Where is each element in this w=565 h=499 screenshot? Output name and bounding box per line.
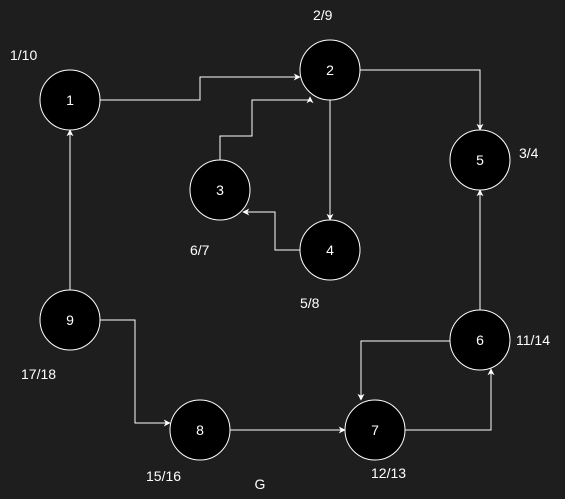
edge-7-6 [405,368,495,431]
node-8-circle [169,399,231,461]
node-6-label: 6 [476,332,484,348]
node-3-times: 6/7 [190,242,210,258]
node-6-times: 11/14 [516,332,550,348]
node-5-label: 5 [476,152,484,168]
edge-9-8-line [100,319,171,427]
node-6-circle [449,309,511,371]
node-2-times: 2/9 [313,7,333,23]
node-2-circle [299,39,361,101]
edge-3-2-line [219,96,314,160]
node-4-times: 5/8 [300,295,320,311]
edge-6-7-line [357,340,450,401]
node-8-label: 8 [196,422,204,438]
time-labels-layer: 1/10 2/9 6/7 5/8 3/4 11/14 12/13 15/16 17/18 [10,7,550,484]
node-7: 7 [344,399,406,461]
node-9-circle [39,289,101,351]
edge-7-6-line [405,368,495,431]
node-9-label: 9 [66,312,74,328]
nodes-layer: 1 2 3 4 5 6 7 8 9 [39,39,511,461]
node-5-circle [449,129,511,191]
node-8: 8 [169,399,231,461]
edge-2-5 [360,69,484,131]
node-8-times: 15/16 [146,468,181,484]
node-1: 1 [39,69,101,131]
node-2: 2 [299,39,361,101]
node-9: 9 [39,289,101,351]
node-3-label: 3 [216,182,224,198]
node-4-label: 4 [326,242,334,258]
node-3: 3 [189,159,251,221]
node-7-label: 7 [371,422,379,438]
node-5: 5 [449,129,511,191]
node-7-circle [344,399,406,461]
edges-layer [66,69,495,434]
edge-1-2 [100,73,301,101]
edge-2-5-line [360,69,484,131]
node-3-circle [189,159,251,221]
node-1-label: 1 [66,92,74,108]
edge-4-3-line [242,208,300,251]
edge-4-3 [242,208,300,251]
edge-6-7 [357,340,450,401]
node-1-circle [39,69,101,131]
edge-3-2 [219,96,314,160]
graph-caption: G [255,476,266,492]
node-1-times: 1/10 [10,47,37,63]
edge-9-8 [100,319,171,427]
node-7-times: 12/13 [371,465,406,481]
node-2-label: 2 [326,62,334,78]
node-4-circle [299,219,361,281]
edge-1-2-line [100,73,301,101]
node-6: 6 [449,309,511,371]
node-4: 4 [299,219,361,281]
node-5-times: 3/4 [519,145,539,161]
node-9-times: 17/18 [21,366,56,382]
